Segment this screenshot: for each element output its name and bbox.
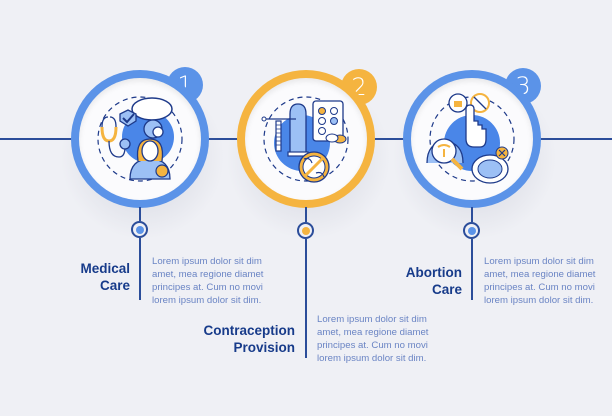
desc-line: amet, mea regione diamet (484, 269, 596, 280)
abortion-care-icon (426, 93, 515, 184)
step-2-title: Contraception Provision (180, 322, 295, 356)
step-1-title-line1: Medical (80, 261, 130, 276)
step-1-description: Lorem ipsum dolor sit dim amet, mea regi… (152, 255, 277, 307)
step-2-description: Lorem ipsum dolor sit dim amet, mea regi… (317, 313, 442, 365)
step-2-title-line2: Provision (233, 340, 295, 355)
desc-line: Lorem ipsum dolor sit dim (484, 256, 594, 267)
desc-line: amet, mea regione diamet (317, 327, 429, 338)
medical-care-icon (97, 96, 183, 182)
step-3-connector-top (471, 207, 473, 222)
step-2-marker (297, 222, 314, 239)
step-3-description: Lorem ipsum dolor sit dim amet, mea regi… (484, 255, 609, 307)
desc-line: lorem ipsum dolor sit dim. (484, 295, 594, 306)
desc-line: principes at. Cum no movi (152, 282, 263, 293)
contraception-icon (261, 96, 349, 183)
step-1-connector-bottom (139, 238, 141, 300)
desc-line: Lorem ipsum dolor sit dim (317, 314, 427, 325)
desc-line: amet, mea regione diamet (152, 269, 264, 280)
step-1-connector-top (139, 207, 141, 221)
desc-line: Lorem ipsum dolor sit dim (152, 256, 262, 267)
step-3-connector-bottom (471, 239, 473, 300)
step-3-title-line2: Care (431, 282, 462, 297)
step-1-marker (131, 221, 148, 238)
step-2-connector-top (305, 207, 307, 222)
step-1-title-line2: Care (99, 278, 130, 293)
step-3-title: Abortion Care (370, 264, 462, 298)
step-2-title-line1: Contraception (203, 323, 295, 338)
step-1-title: Medical Care (40, 260, 130, 294)
desc-line: lorem ipsum dolor sit dim. (152, 295, 262, 306)
desc-line: principes at. Cum no movi (317, 340, 428, 351)
desc-line: principes at. Cum no movi (484, 282, 595, 293)
desc-line: lorem ipsum dolor sit dim. (317, 353, 427, 364)
step-2-connector-bottom (305, 239, 307, 358)
step-3-title-line1: Abortion (405, 265, 462, 280)
step-3-marker (463, 222, 480, 239)
